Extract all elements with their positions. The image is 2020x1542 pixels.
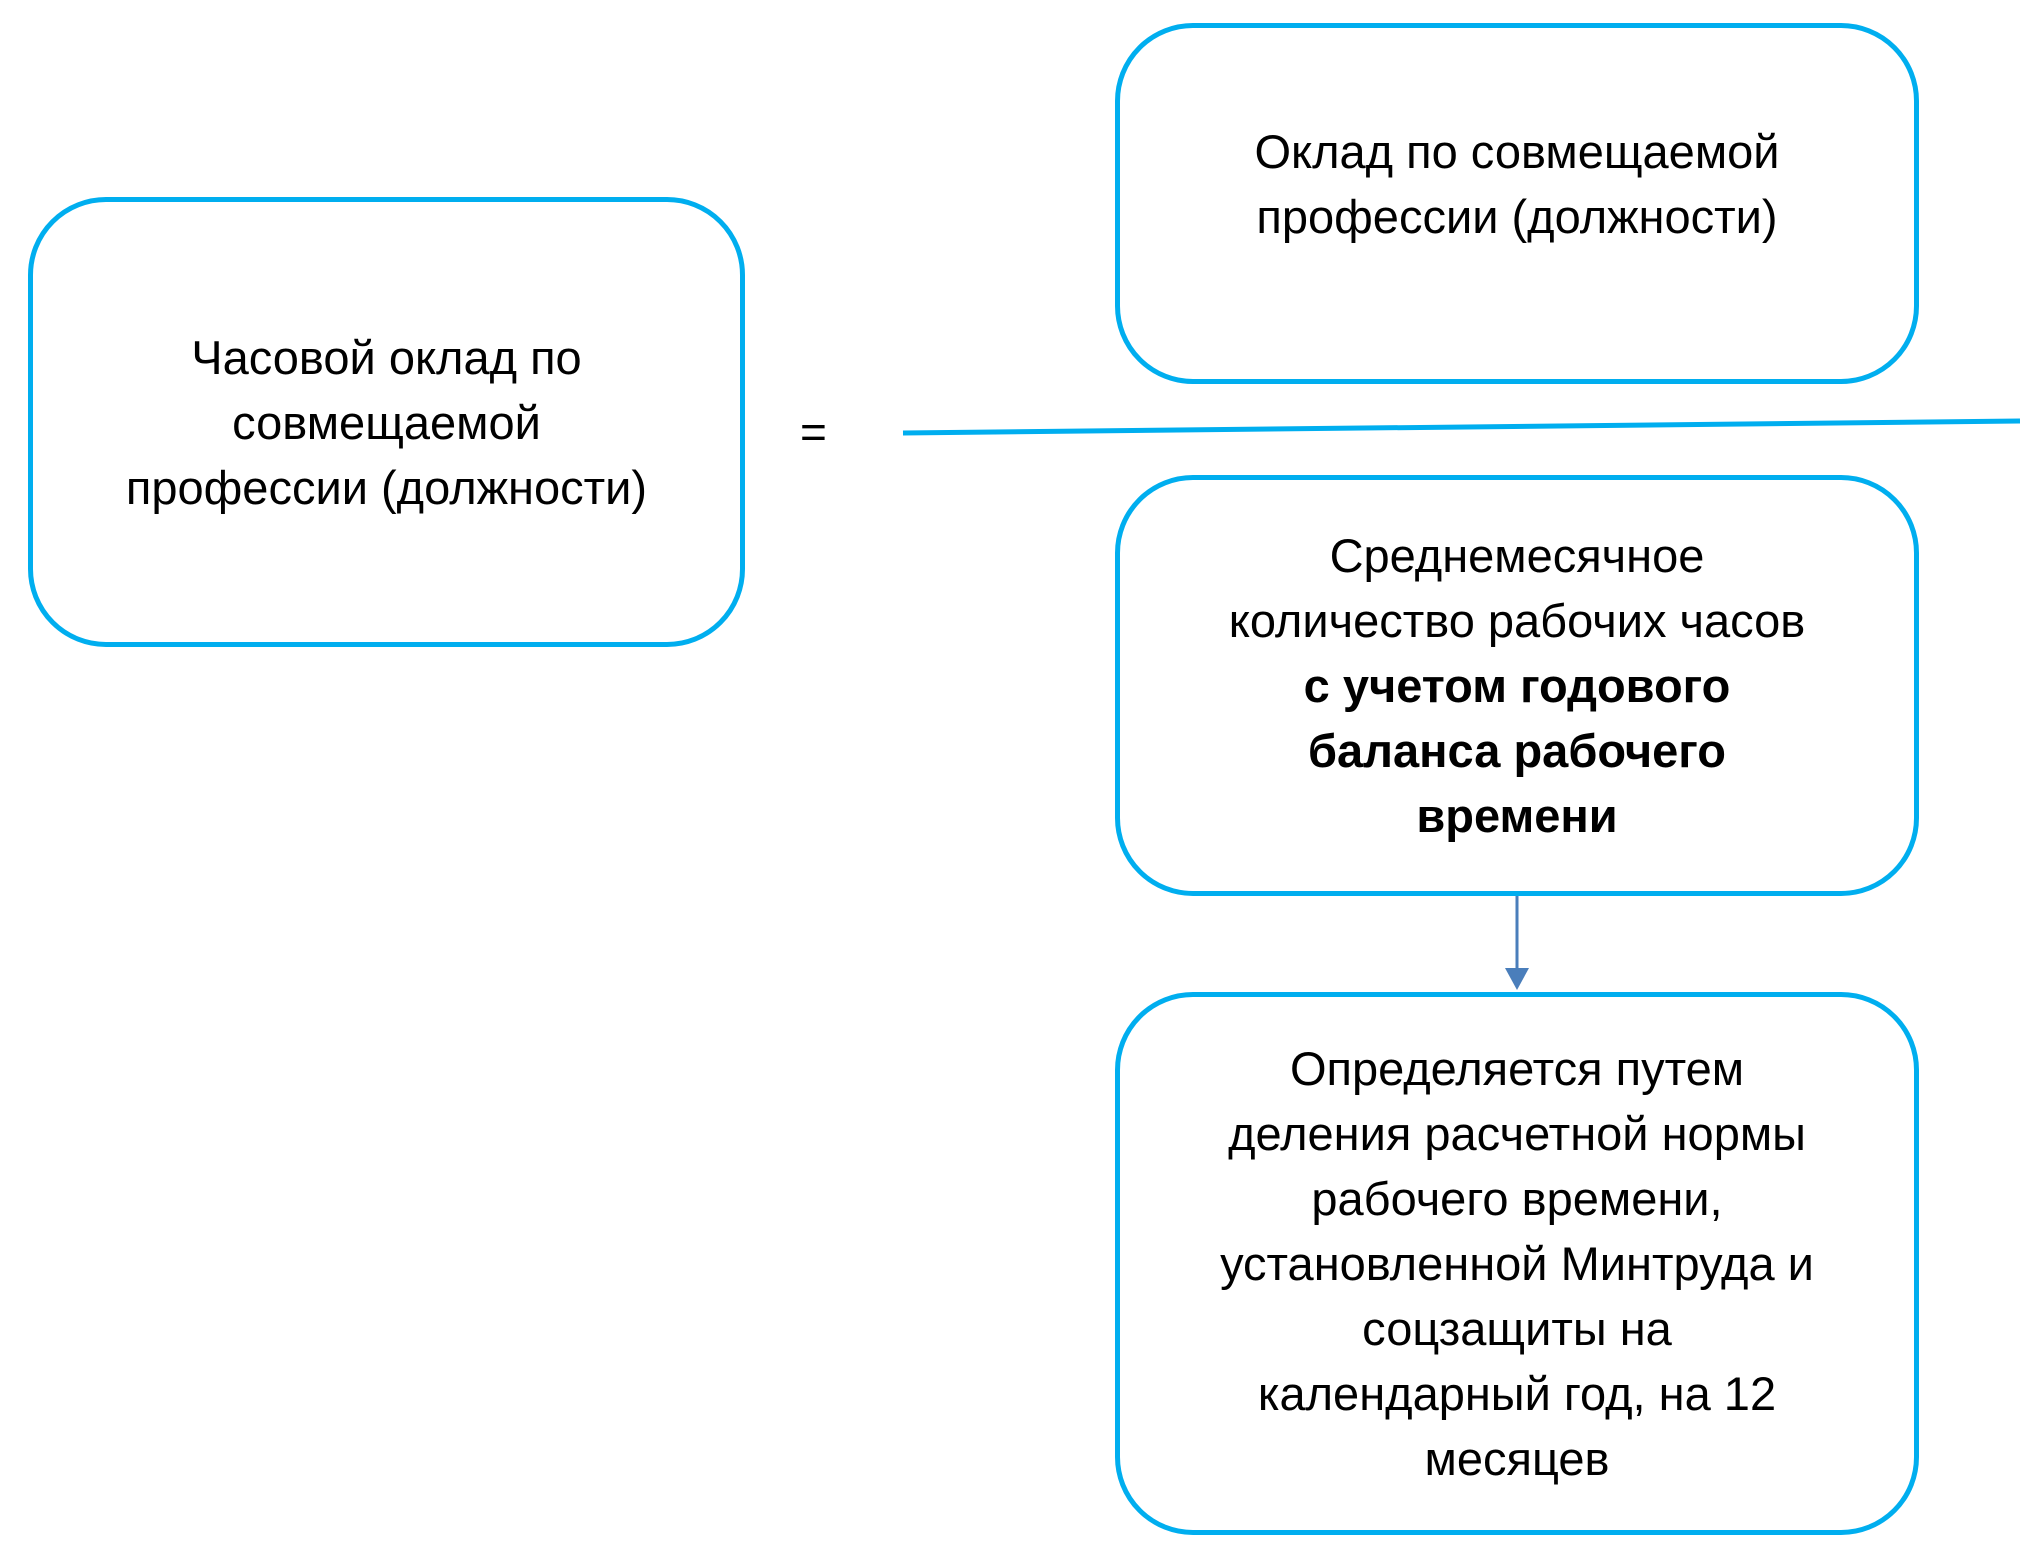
arrow-head-icon [1505,968,1529,990]
hourly-rate-box: Часовой оклад по совмещаемой профессии (… [28,197,745,647]
text-line: Определяется путем [1289,1042,1745,1095]
text-line: профессии (должности) [1256,189,1778,243]
explanation-box: Определяется путем деления расчетной нор… [1115,992,1919,1535]
text-line: совмещаемой [232,395,541,449]
text-line: количество рабочих часов [1228,594,1806,647]
bold-text-line: с учетом годового [1303,659,1731,712]
bold-text-line: времени [1416,789,1618,842]
text-line: соцзащиты на [1362,1302,1672,1355]
text-line: установленной Минтруда и [1220,1237,1814,1290]
numerator-box: Оклад по совмещаемой профессии (должност… [1115,23,1919,384]
text-line: месяцев [1424,1432,1610,1485]
text-line: профессии (должности) [125,460,648,514]
bold-text-line: баланса рабочего [1308,724,1726,777]
text-line: Среднемесячное [1329,529,1705,582]
text-line: календарный год, на 12 [1257,1367,1777,1420]
text-line: Оклад по совмещаемой [1254,124,1780,178]
denominator-box: Среднемесячное количество рабочих часов … [1115,475,1919,896]
equals-sign: = [800,406,827,458]
text-line: деления расчетной нормы [1228,1107,1806,1160]
text-line: Часовой оклад по [191,330,582,384]
fraction-line [902,418,2020,436]
text-line: рабочего времени, [1311,1172,1723,1225]
